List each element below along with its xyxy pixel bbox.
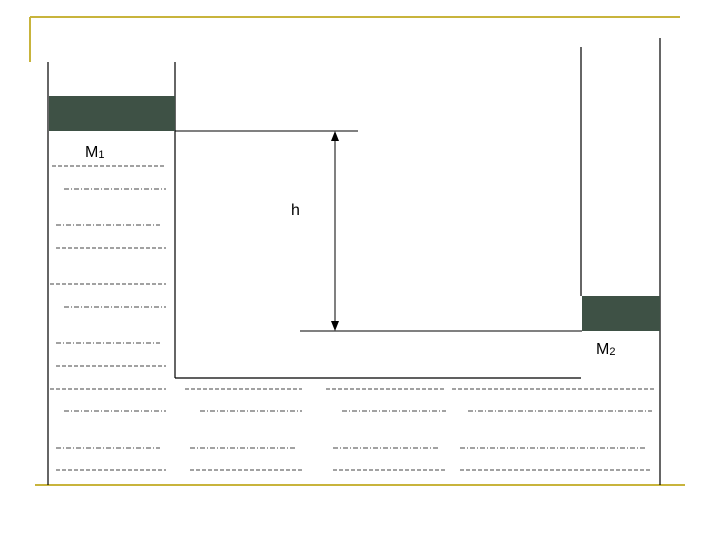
piston-m1 <box>49 96 175 131</box>
piston-m2 <box>582 296 660 331</box>
liquid-hatching <box>50 165 655 471</box>
label-m1-sub: 1 <box>98 149 104 161</box>
height-arrow-head-down <box>331 321 339 331</box>
slide-frame <box>29 16 685 486</box>
label-m1: M1 <box>85 144 104 161</box>
label-m2: M2 <box>596 341 615 358</box>
height-arrow-head-up <box>331 131 339 141</box>
level-lines <box>175 130 582 332</box>
label-m2-main: M <box>596 341 609 358</box>
label-m2-sub: 2 <box>609 346 615 358</box>
label-h: h <box>291 202 300 219</box>
height-arrow <box>331 131 339 331</box>
label-m1-main: M <box>85 144 98 161</box>
